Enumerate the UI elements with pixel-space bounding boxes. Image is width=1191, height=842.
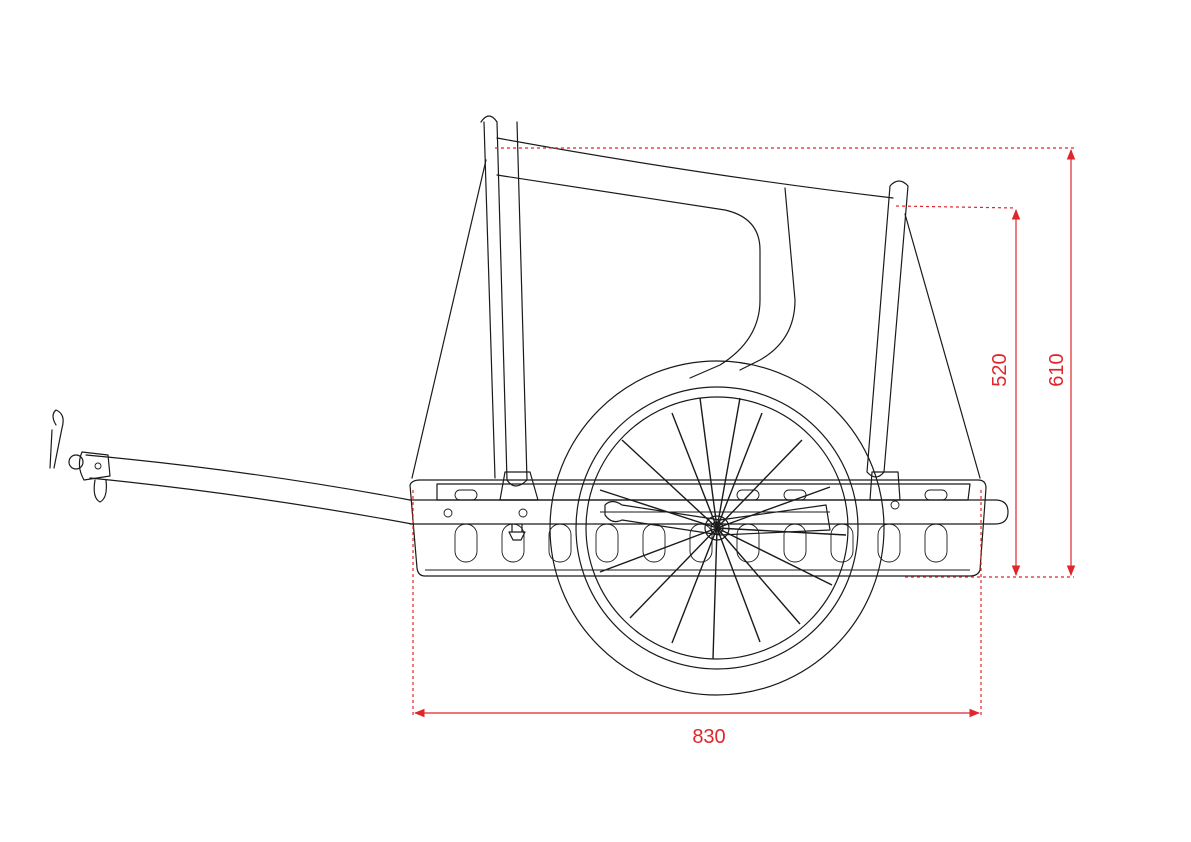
- rear-upright: [866, 180, 909, 501]
- dimension-height-total: 610: [495, 147, 1076, 577]
- dimension-length-label: 830: [692, 726, 725, 748]
- dimension-height-total-label: 610: [1046, 353, 1068, 386]
- dimension-height-frame-label: 520: [989, 353, 1011, 386]
- dimension-length: 830: [412, 490, 982, 748]
- canopy: [411, 137, 981, 479]
- dimension-height-frame: 520: [895, 205, 1074, 578]
- tow-bar: [49, 409, 413, 525]
- front-upright: [480, 115, 539, 501]
- wheel-spokes: [599, 397, 847, 660]
- wheel: [549, 360, 885, 696]
- cargo-tub: [409, 479, 1009, 577]
